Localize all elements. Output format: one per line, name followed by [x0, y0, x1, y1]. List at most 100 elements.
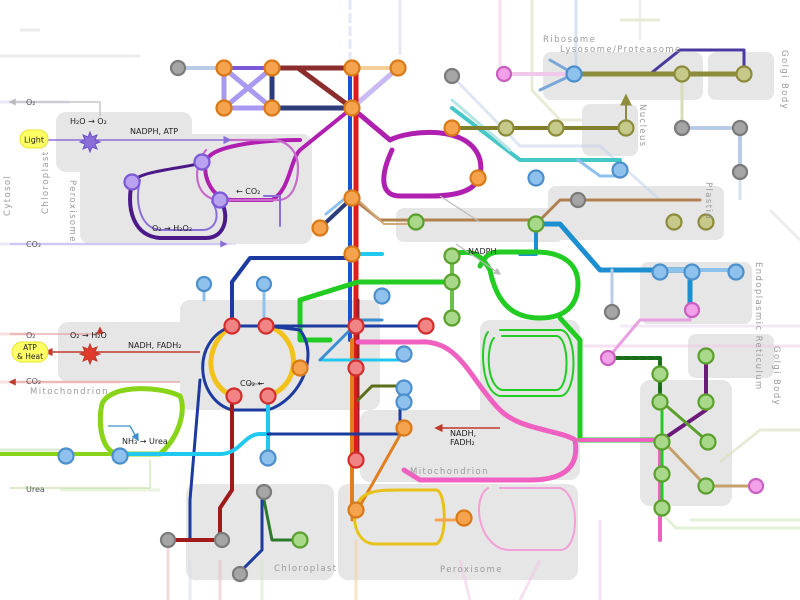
- node[interactable]: [231, 565, 249, 583]
- node[interactable]: [255, 483, 273, 501]
- node[interactable]: [169, 59, 187, 77]
- node[interactable]: [343, 99, 361, 117]
- node[interactable]: [697, 393, 715, 411]
- node[interactable]: [195, 275, 213, 293]
- node[interactable]: [343, 189, 361, 207]
- label-mito-mid: Mitochondrion: [410, 467, 489, 477]
- node[interactable]: [395, 345, 413, 363]
- node[interactable]: [495, 65, 513, 83]
- arrow-co2-plastid: [439, 195, 481, 223]
- node[interactable]: [347, 359, 365, 377]
- atp-heat-badge: [11, 341, 49, 363]
- node[interactable]: [259, 449, 277, 467]
- node[interactable]: [57, 447, 75, 465]
- node[interactable]: [683, 263, 701, 281]
- node[interactable]: [257, 317, 275, 335]
- node[interactable]: [569, 191, 587, 209]
- node[interactable]: [665, 213, 683, 231]
- node[interactable]: [653, 499, 671, 517]
- node[interactable]: [395, 393, 413, 411]
- node[interactable]: [263, 59, 281, 77]
- line-green-dbl-in: [487, 335, 568, 391]
- er-region: [640, 262, 752, 324]
- annot-nadh-right-2: FADH₂: [450, 438, 475, 447]
- faint-line-27: [518, 559, 542, 600]
- node[interactable]: [731, 119, 749, 137]
- node[interactable]: [651, 365, 669, 383]
- node[interactable]: [727, 263, 745, 281]
- node[interactable]: [215, 59, 233, 77]
- annot-o2-mid: O₂: [26, 331, 36, 340]
- node[interactable]: [527, 215, 545, 233]
- label-golgi-mid: Golgi Body: [771, 346, 781, 406]
- node[interactable]: [395, 379, 413, 397]
- node[interactable]: [259, 387, 277, 405]
- node[interactable]: [373, 287, 391, 305]
- node[interactable]: [213, 531, 231, 549]
- node[interactable]: [697, 477, 715, 495]
- node[interactable]: [311, 219, 329, 237]
- node[interactable]: [683, 301, 701, 319]
- node[interactable]: [193, 153, 211, 171]
- line-magenta-big: [349, 105, 484, 199]
- node[interactable]: [611, 161, 629, 179]
- node[interactable]: [735, 65, 753, 83]
- node[interactable]: [159, 531, 177, 549]
- node[interactable]: [653, 433, 671, 451]
- label-cytosol: Cytosol: [3, 175, 13, 216]
- atp-heat-label-1: ATP: [23, 343, 37, 352]
- node[interactable]: [263, 99, 281, 117]
- label-nucleus: Nucleus: [637, 104, 647, 148]
- node[interactable]: [547, 119, 565, 137]
- peroxisome-bottom-region: [338, 484, 578, 580]
- node[interactable]: [291, 359, 309, 377]
- node[interactable]: [291, 531, 309, 549]
- node[interactable]: [395, 419, 413, 437]
- node[interactable]: [673, 119, 691, 137]
- node[interactable]: [455, 509, 473, 527]
- node[interactable]: [651, 393, 669, 411]
- node[interactable]: [225, 387, 243, 405]
- line-purple-x2: [221, 65, 275, 111]
- node[interactable]: [747, 477, 765, 495]
- node[interactable]: [527, 169, 545, 187]
- node[interactable]: [343, 59, 361, 77]
- node[interactable]: [389, 59, 407, 77]
- node[interactable]: [443, 247, 461, 265]
- node[interactable]: [697, 213, 715, 231]
- node[interactable]: [469, 169, 487, 187]
- node[interactable]: [565, 65, 583, 83]
- node[interactable]: [343, 245, 361, 263]
- node[interactable]: [443, 67, 461, 85]
- node[interactable]: [497, 119, 515, 137]
- nodes: [57, 59, 765, 583]
- node[interactable]: [697, 347, 715, 365]
- node[interactable]: [111, 447, 129, 465]
- node[interactable]: [443, 309, 461, 327]
- node[interactable]: [599, 349, 617, 367]
- node[interactable]: [211, 191, 229, 209]
- node[interactable]: [223, 317, 241, 335]
- node[interactable]: [417, 317, 435, 335]
- node[interactable]: [347, 501, 365, 519]
- line-lime-urea: [97, 386, 185, 457]
- atp-heat-label-2: & Heat: [17, 352, 43, 361]
- node[interactable]: [407, 213, 425, 231]
- node[interactable]: [651, 263, 669, 281]
- node[interactable]: [699, 433, 717, 451]
- annot-nadph: NADPH: [468, 247, 496, 256]
- node[interactable]: [731, 163, 749, 181]
- special-markers: Light ATP & Heat: [11, 129, 102, 366]
- node[interactable]: [443, 273, 461, 291]
- node[interactable]: [347, 451, 365, 469]
- node[interactable]: [215, 99, 233, 117]
- node[interactable]: [617, 119, 635, 137]
- light-badge: [19, 129, 49, 149]
- node[interactable]: [673, 65, 691, 83]
- node[interactable]: [255, 275, 273, 293]
- node[interactable]: [653, 465, 671, 483]
- node[interactable]: [123, 173, 141, 191]
- node[interactable]: [443, 119, 461, 137]
- node[interactable]: [603, 303, 621, 321]
- node[interactable]: [347, 317, 365, 335]
